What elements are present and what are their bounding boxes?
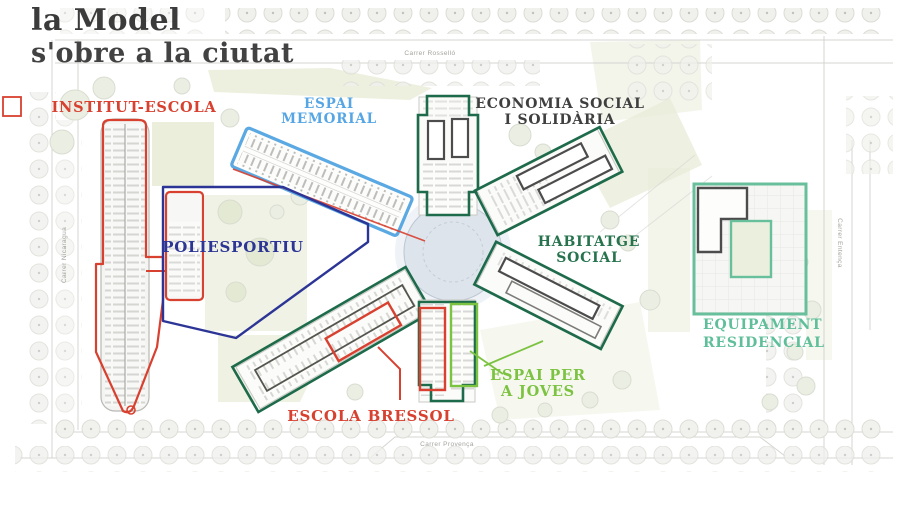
street-label-north: Carrer Rosselló	[404, 50, 455, 57]
page-title: la Model s'obre a la ciutat	[31, 3, 294, 70]
street-labels: Carrer Rosselló Carrer Provença Carrer E…	[61, 50, 843, 448]
espai-memorial-label-1: ESPAI	[304, 96, 354, 112]
espai-joves-leader-line	[469, 350, 504, 375]
street-label-south: Carrer Provença	[420, 441, 474, 448]
right-margin	[893, 0, 900, 521]
page-title-line2: s'obre a la ciutat	[31, 38, 294, 69]
escola-bressol-zone-rect-2	[418, 306, 447, 392]
espai-joves-label-1: ESPAI PER	[490, 367, 586, 384]
equipament-residencial-label-1: EQUIPAMENT	[703, 317, 822, 333]
espai-joves-label-2: A JOVES	[500, 383, 575, 400]
escola-bressol-zone-rect	[324, 300, 403, 363]
institut-escola-building	[100, 118, 150, 412]
espai-joves-zone-rect	[449, 302, 479, 388]
espai-joves-leader-line-2	[483, 340, 544, 367]
equipament-residencial-outline	[692, 182, 808, 316]
wing-north	[416, 94, 480, 217]
wing-north-east	[473, 125, 625, 237]
poliesportiu-pavilion-outline	[164, 190, 205, 302]
institut-escola-label: INSTITUT-ESCOLA	[51, 99, 216, 116]
institut-escola-zone-outline	[94, 118, 165, 414]
wing-south-east	[472, 239, 625, 351]
habitatge-social-label-2: SOCIAL	[556, 250, 622, 266]
street-label-east: Carrer Entença	[836, 218, 843, 268]
espai-memorial-label-2: MEMORIAL	[281, 111, 377, 127]
institut-zone-edge-square	[2, 96, 22, 117]
institut-zone-marker	[126, 405, 136, 415]
page-title-line1: la Model	[31, 3, 181, 38]
economia-social-label-2: I SOLIDÀRIA	[505, 110, 616, 128]
wing-south-west	[230, 265, 434, 414]
tree-rows	[15, 8, 894, 472]
equipament-residencial-label-2: RESIDENCIAL	[703, 335, 825, 351]
institut-zone-edge-line	[232, 168, 426, 242]
wing-south	[417, 299, 479, 403]
zone-labels: INSTITUT-ESCOLA ESPAI MEMORIAL ECONOMIA …	[51, 96, 824, 425]
economia-social-label-1: ECONOMIA SOCIAL	[475, 96, 645, 112]
poliesportiu-label: POLIESPORTIU	[162, 238, 304, 256]
bottom-margin	[0, 473, 900, 521]
street-label-west: Carrer Nicaragua	[61, 227, 68, 283]
poliesportiu-zone-outline	[161, 185, 370, 340]
escola-bressol-leader-line	[377, 346, 401, 400]
escola-bressol-label: ESCOLA BRESSOL	[287, 407, 454, 425]
habitatge-social-label-1: HABITATGE	[538, 234, 640, 250]
